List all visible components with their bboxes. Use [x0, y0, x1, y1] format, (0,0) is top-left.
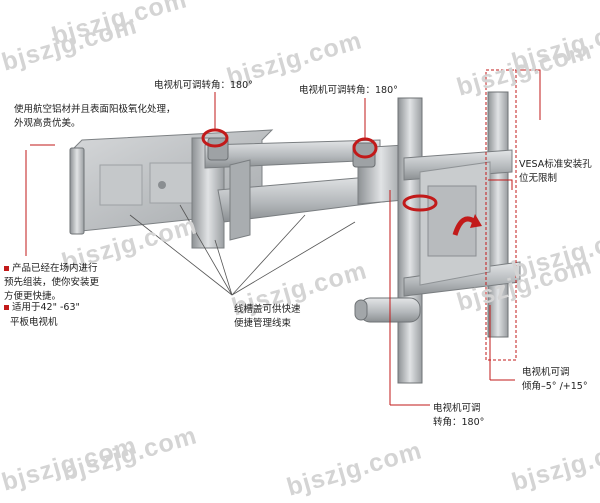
rotate-left-annotation: 电视机可调转角：180°	[154, 80, 253, 91]
fits-type-annotation: 平板电视机	[10, 317, 58, 328]
leader-lines	[25, 69, 541, 406]
bullet-marker	[4, 305, 9, 310]
rotate-right-annotation: 电视机可调转角：180°	[299, 85, 398, 96]
fits-annotation: 适用于42" -63"	[4, 301, 80, 315]
tv-bracket	[354, 91, 521, 384]
cable-annotation: 线槽盖可供快速便捷管理线束	[234, 304, 301, 329]
vesa-annotation: VESA标准安装孔位无限制	[519, 159, 592, 184]
preassembled-annotation: 产品已经在场内进行预先组装，使你安装更方便更快捷。	[4, 262, 102, 304]
tilt-annotation-line2: 倾角–5° /+15°	[522, 381, 588, 392]
tilt-annotation-line1: 电视机可调	[522, 367, 570, 378]
fits-size-text: 适用于42" -63"	[12, 302, 80, 313]
swivel-annotation-line1: 电视机可调	[433, 403, 481, 414]
wall-mount-illustration	[25, 69, 541, 406]
material-annotation: 使用航空铝材并且表面阳极氧化处理，外观高贵优美。	[14, 104, 176, 129]
bullet-marker	[4, 266, 9, 271]
preassembled-text: 产品已经在场内进行预先组装，使你安装更方便更快捷。	[4, 263, 100, 302]
articulating-arms	[204, 137, 405, 241]
swivel-annotation-line2: 转角：180°	[433, 417, 485, 428]
leader-lines-gray	[129, 204, 356, 296]
